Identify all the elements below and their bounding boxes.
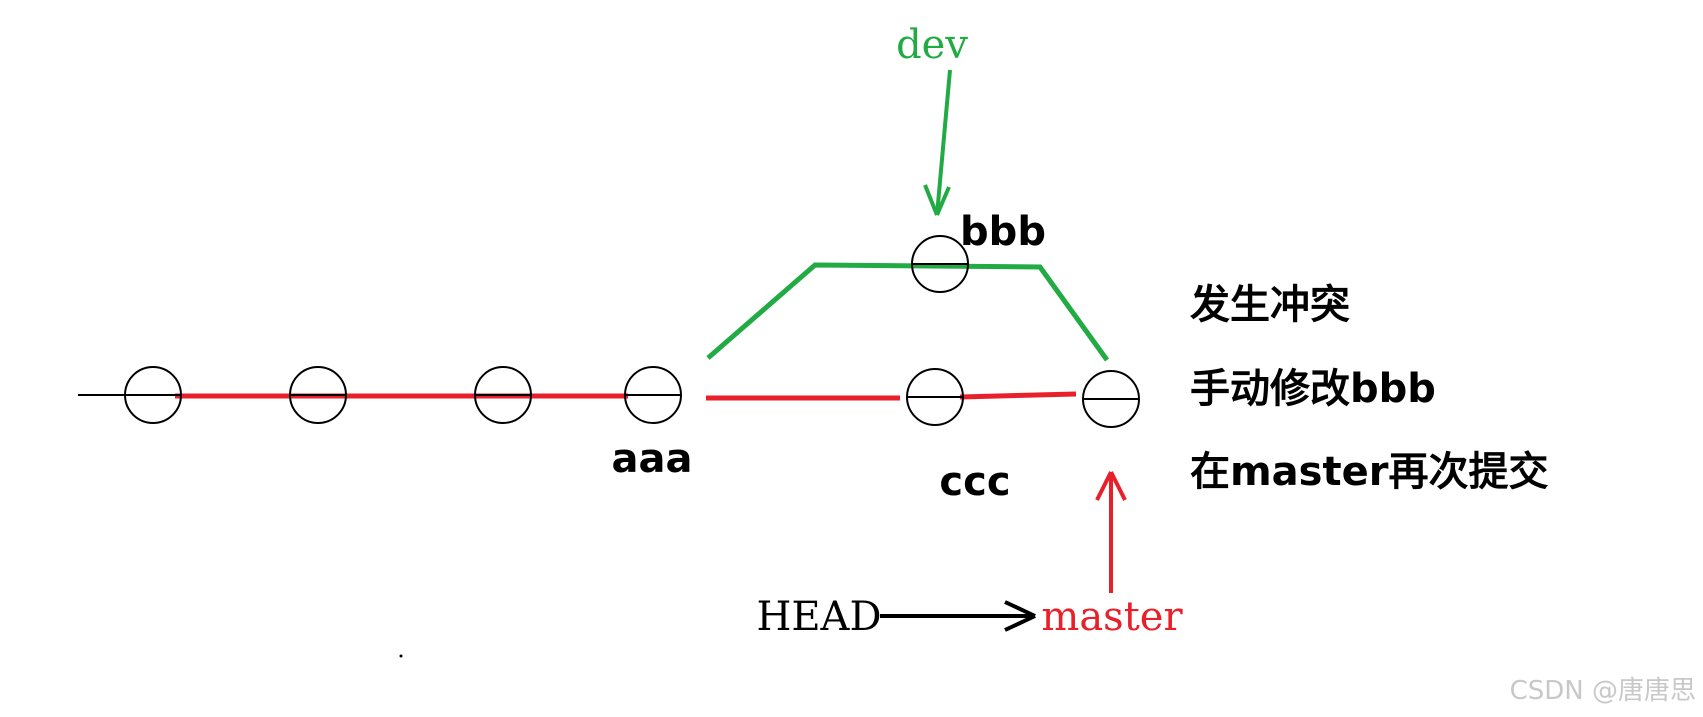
commit-label-bbb: bbb: [960, 209, 1046, 255]
commit-1: [124, 366, 182, 424]
dev-pointer-arrow: [923, 69, 952, 216]
master-pointer-arrow: [1095, 471, 1127, 593]
dev-line: [706, 262, 1110, 362]
commit-bbb: [911, 235, 969, 293]
commit-merge: [1082, 370, 1140, 428]
note-recommit: 在master再次提交: [1190, 449, 1548, 495]
commit-label-aaa: aaa: [612, 436, 693, 482]
commit-2: [289, 366, 347, 424]
note-manual-edit: 手动修改bbb: [1190, 366, 1436, 412]
watermark: CSDN @唐唐思: [1510, 676, 1696, 706]
commit-aaa: [624, 366, 682, 424]
note-conflict: 发生冲突: [1190, 282, 1350, 328]
stray-dot: [399, 654, 403, 658]
branch-label-dev: dev: [896, 22, 968, 68]
head-label: HEAD: [756, 594, 881, 640]
commit-ccc: [906, 368, 964, 426]
branch-label-master: master: [1041, 594, 1183, 640]
master-line: [175, 391, 1077, 401]
commit-label-ccc: ccc: [939, 459, 1010, 505]
head-pointer-arrow: [880, 600, 1036, 632]
commit-3: [474, 366, 532, 424]
